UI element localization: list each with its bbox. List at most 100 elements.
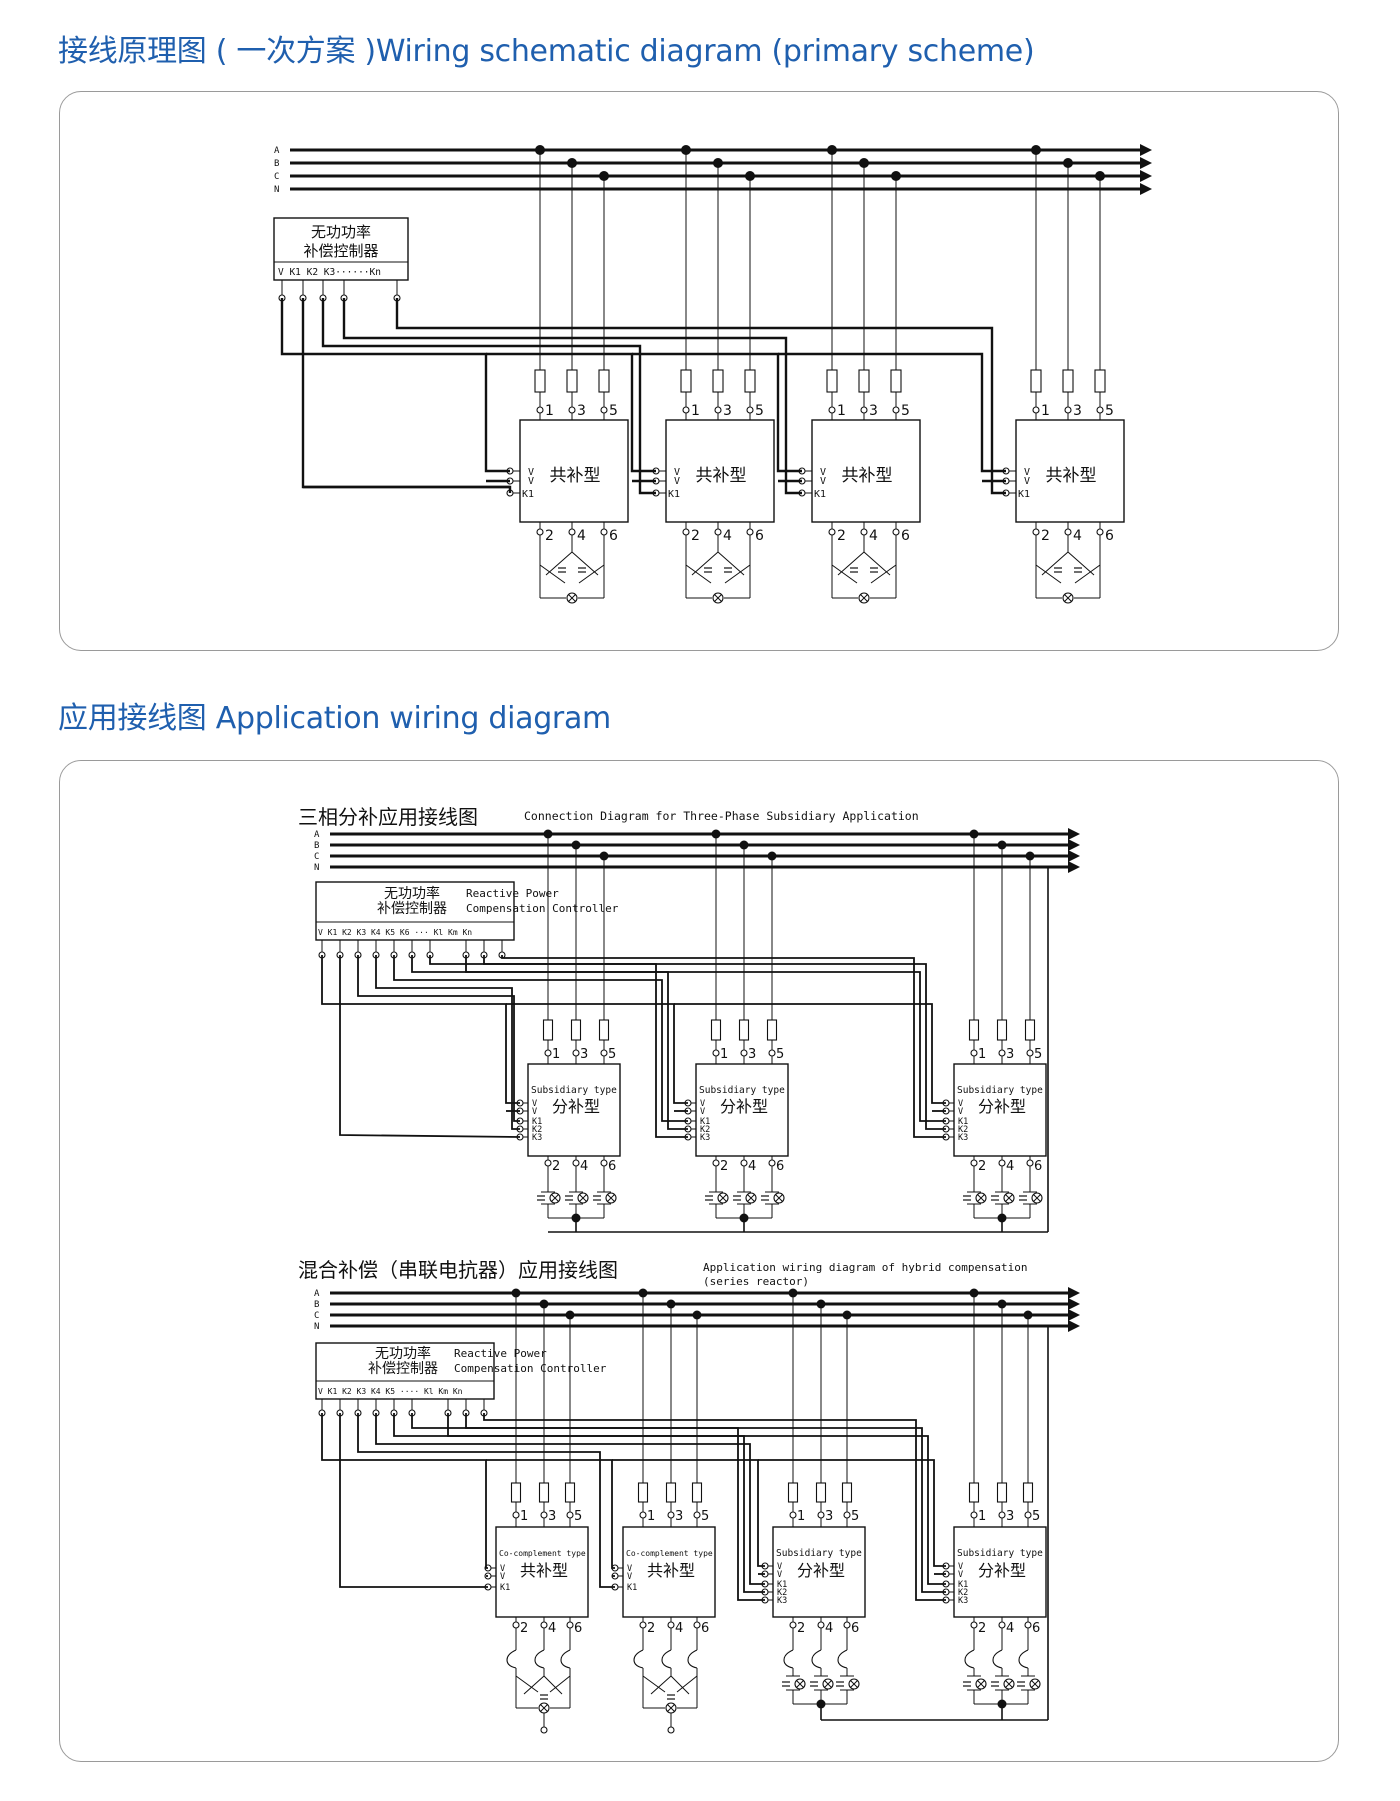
capacitor-symbol — [1019, 1195, 1027, 1201]
delta-wire — [1067, 551, 1095, 576]
bus-label: C — [274, 172, 279, 182]
phase-capacitor-bank — [537, 1166, 617, 1223]
terminal-label-bottom: 4 — [1006, 1159, 1014, 1174]
terminal — [639, 1511, 647, 1519]
lamp-symbol — [1003, 1192, 1015, 1204]
terminal-label-top: 1 — [520, 1509, 528, 1524]
junction-dot — [571, 840, 581, 850]
reactor-symbol — [687, 1649, 698, 1669]
lamp-symbol — [1003, 1678, 1015, 1690]
control-wire — [506, 1003, 688, 1104]
controller-name-en: Reactive Power — [454, 1347, 547, 1360]
lamp-symbol — [858, 592, 870, 604]
terminal — [572, 1159, 580, 1167]
control-wiring — [321, 1413, 946, 1601]
terminal — [572, 1049, 580, 1057]
controller-name-cn: 补偿控制器 — [368, 1361, 438, 1377]
terminal-label-top: 5 — [755, 403, 764, 419]
terminal-label-bottom: 4 — [869, 528, 878, 544]
bus-label: C — [314, 852, 319, 862]
terminal — [892, 528, 900, 536]
wire — [650, 1675, 672, 1695]
terminal-label-bottom: 4 — [577, 528, 586, 544]
reactor-symbol — [811, 1649, 822, 1669]
control-wire — [483, 1413, 946, 1601]
unit-input-label: V — [777, 1570, 782, 1580]
terminal-label-bottom: 2 — [520, 1621, 528, 1636]
reactor-symbol — [1018, 1649, 1029, 1669]
junction-dot — [666, 1299, 676, 1309]
diagram-title-en: Application wiring diagram of hybrid com… — [703, 1261, 1028, 1274]
capacitor-symbol — [565, 1195, 573, 1201]
junction-dot — [511, 1288, 521, 1298]
wire — [523, 1675, 545, 1695]
capacitor-symbol — [540, 1694, 548, 1700]
wire — [685, 564, 712, 584]
terminal — [970, 1049, 978, 1057]
terminal-label-bottom: 4 — [825, 1621, 833, 1636]
terminal-label-bottom: 2 — [837, 528, 846, 544]
terminal — [536, 528, 544, 536]
terminal — [712, 1049, 720, 1057]
terminal-label-bottom: 6 — [1105, 528, 1114, 544]
unit-input-label: K2 — [958, 1588, 968, 1598]
junction-dot — [1031, 145, 1041, 155]
section-title-wiring-schematic: 接线原理图 ( 一次方案 )Wiring schematic diagram (… — [58, 34, 1035, 69]
terminal — [512, 1511, 520, 1519]
terminal — [667, 1621, 675, 1629]
wire — [831, 564, 858, 584]
diagram-title-cn: 混合补偿（串联电抗器）应用接线图 — [298, 1258, 618, 1282]
unit-input-label: K1 — [522, 489, 534, 500]
terminal-label-top: 5 — [1034, 1047, 1042, 1062]
unit-input-label: K1 — [627, 1583, 637, 1593]
capacitor-symbol — [761, 1195, 769, 1201]
unit-input-label: V — [627, 1564, 632, 1574]
unit-name: 共补型 — [842, 466, 893, 486]
unit-input-label: V — [674, 476, 680, 487]
terminal — [768, 1159, 776, 1167]
control-wire — [483, 955, 946, 1130]
terminal — [998, 1049, 1006, 1057]
terminal-label-bottom: 2 — [1041, 528, 1050, 544]
junction-dot — [713, 158, 723, 168]
wire — [543, 1675, 563, 1695]
terminal — [600, 406, 608, 414]
terminal-label-top: 3 — [1073, 403, 1082, 419]
fuse — [996, 1019, 1008, 1041]
capacitor-symbol — [963, 1681, 971, 1687]
fuse — [1022, 1482, 1034, 1503]
lamp-symbol — [549, 1192, 561, 1204]
bus-label: B — [314, 841, 319, 851]
controller-terminals: V K1 K2 K3······Kn — [278, 267, 381, 278]
control-wire — [612, 1459, 765, 1567]
terminal-label-top: 5 — [608, 1047, 616, 1062]
terminal-label-top: 3 — [580, 1047, 588, 1062]
diagram-title-en: (series reactor) — [703, 1275, 809, 1288]
capacitor-symbol — [724, 567, 732, 573]
control-wire — [342, 298, 802, 495]
reactor-symbol — [661, 1649, 672, 1669]
capacitor-symbol — [578, 567, 586, 573]
unit-box — [953, 1526, 1047, 1618]
wire — [1074, 564, 1101, 584]
unit-box — [772, 1526, 866, 1618]
bus-label: B — [274, 159, 279, 169]
wire — [977, 1680, 985, 1688]
unit-box — [953, 1063, 1047, 1157]
terminal-label-top: 1 — [545, 403, 554, 419]
unit-type-cn: 共补型 — [520, 1561, 568, 1580]
fuse — [538, 1482, 550, 1503]
terminal — [667, 1511, 675, 1519]
terminal — [714, 406, 722, 414]
reactor-symbol — [837, 1649, 848, 1669]
unit-type-cn: 分补型 — [552, 1097, 600, 1116]
terminal — [998, 1159, 1006, 1167]
bus-arrow — [1140, 170, 1152, 182]
terminal-label-top: 5 — [901, 403, 910, 419]
terminal — [1024, 1511, 1032, 1519]
